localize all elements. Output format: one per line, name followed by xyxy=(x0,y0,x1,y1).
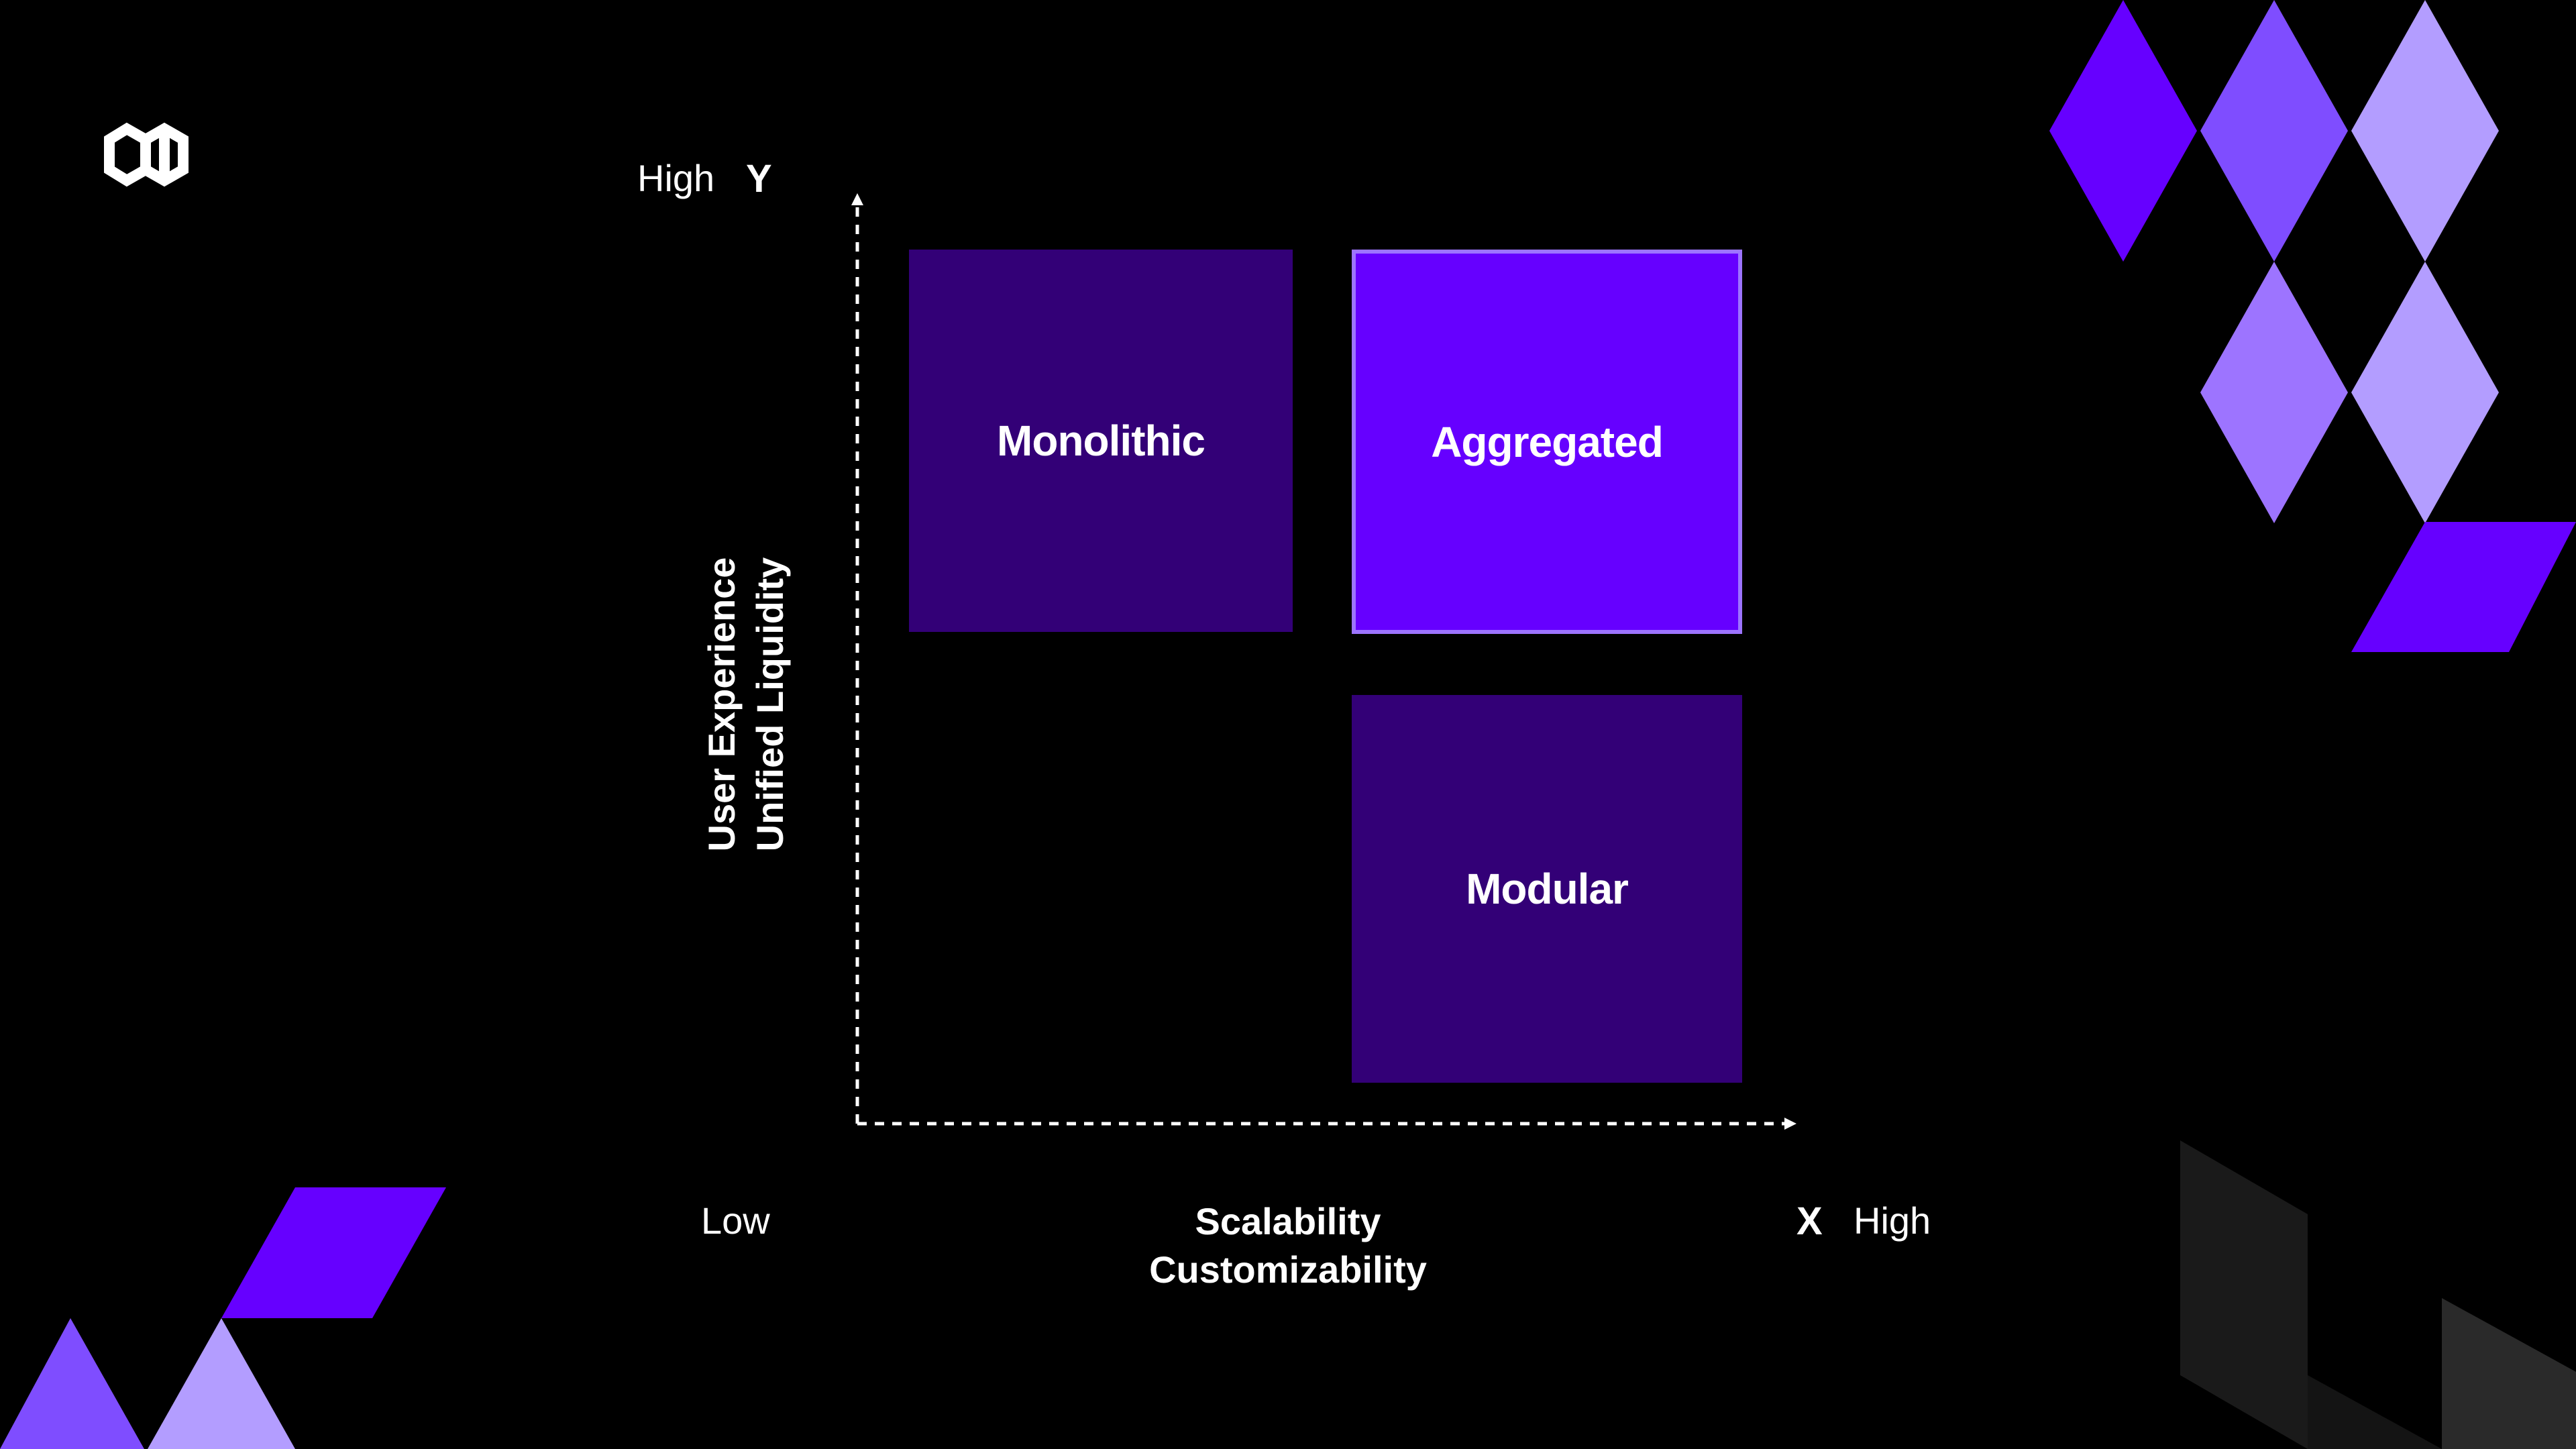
x-axis-high-label: High xyxy=(1854,1199,1931,1242)
x-axis-title-line-1: Scalability xyxy=(1195,1200,1381,1242)
y-axis-letter: Y xyxy=(746,157,772,201)
quadrant-aggregated: Aggregated xyxy=(1352,250,1742,634)
y-axis-arrow-icon xyxy=(851,193,863,205)
y-axis-title-line-2: Unified Liquidity xyxy=(749,557,791,852)
x-axis-arrow-icon xyxy=(1784,1118,1796,1130)
quadrant-label: Aggregated xyxy=(1431,417,1664,466)
x-axis-title-line-2: Customizability xyxy=(1149,1248,1427,1291)
quadrant-label: Monolithic xyxy=(997,417,1205,465)
y-axis-high-label: High xyxy=(637,157,715,199)
decorative-diamonds-top-right xyxy=(2049,0,2576,652)
x-axis-line xyxy=(857,1118,1796,1130)
x-axis-letter: X xyxy=(1796,1199,1823,1243)
x-axis-low-label: Low xyxy=(701,1199,770,1242)
quadrant-monolithic: Monolithic xyxy=(909,250,1293,632)
polygon-logo-icon xyxy=(104,122,189,187)
x-axis-title: Scalability Customizability xyxy=(1087,1197,1489,1294)
decorative-shapes-bottom-left xyxy=(0,1187,446,1449)
quadrant-modular: Modular xyxy=(1352,695,1742,1083)
axes xyxy=(851,193,1796,1130)
decorative-shapes-bottom-right xyxy=(2180,1140,2576,1449)
y-axis-title: User Experience Unified Liquidity xyxy=(698,530,798,879)
y-axis-title-line-1: User Experience xyxy=(700,557,743,852)
y-axis-line xyxy=(851,193,863,1124)
quadrant-label: Modular xyxy=(1466,865,1629,913)
